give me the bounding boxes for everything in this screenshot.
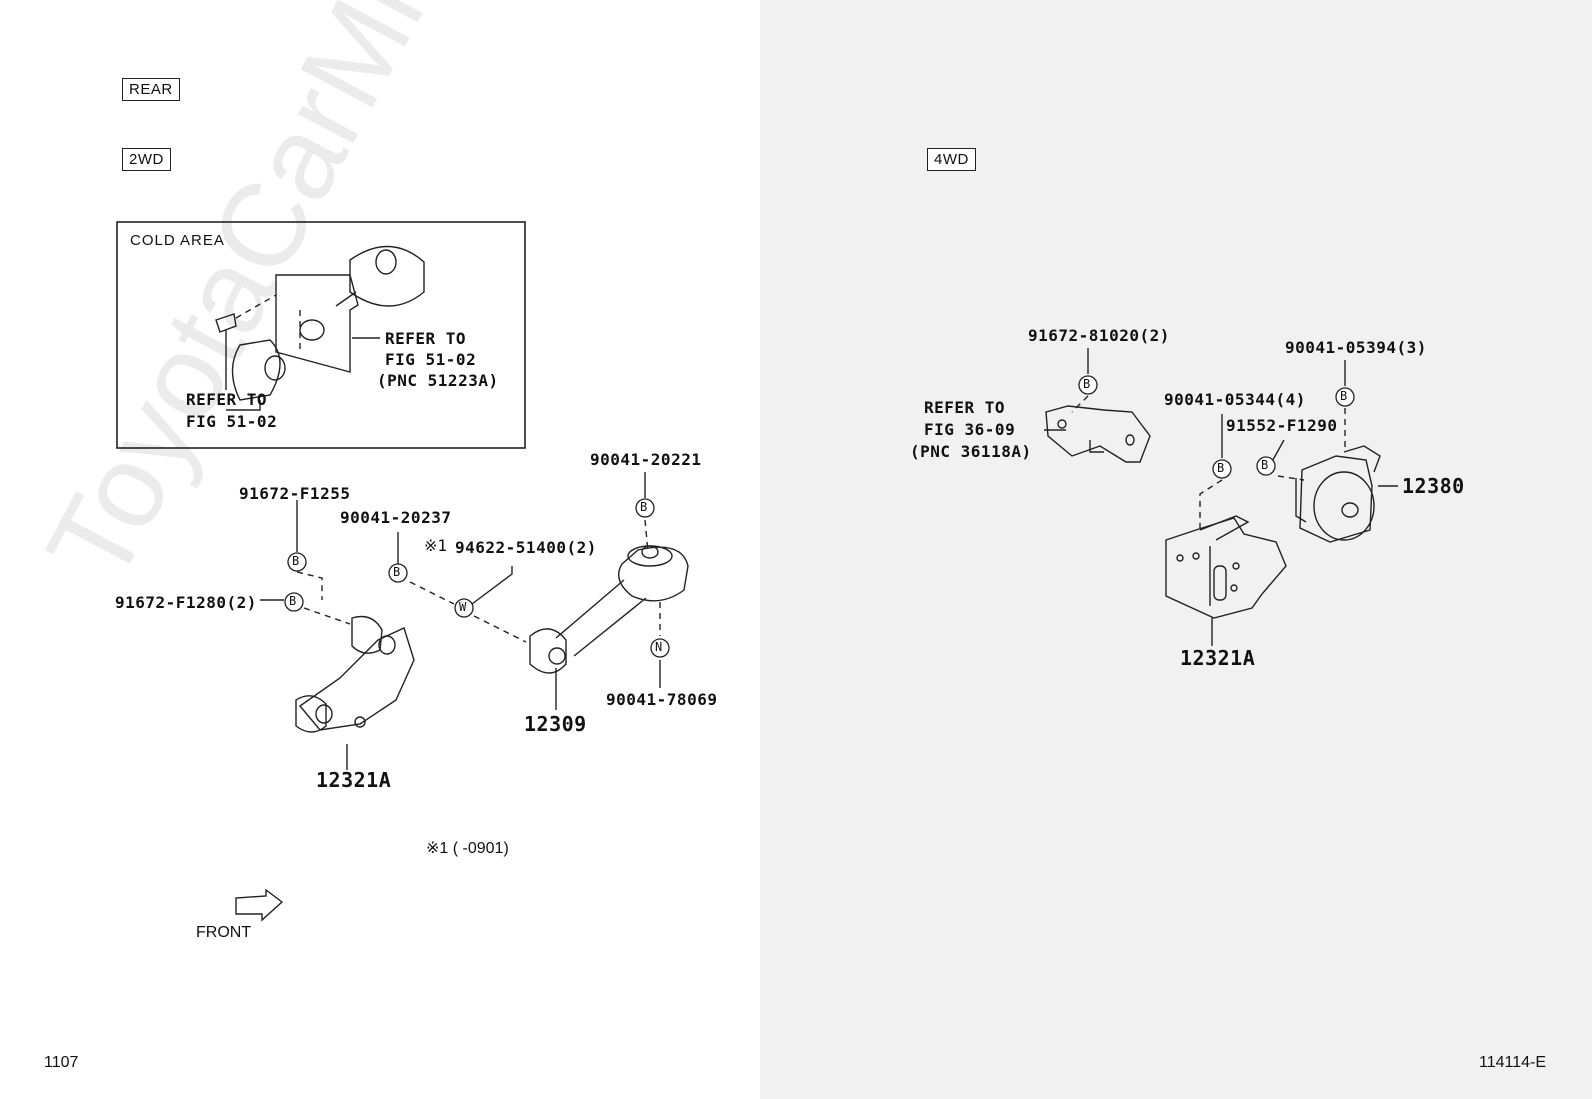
part-91552-f1290: 91552-F1290 bbox=[1226, 416, 1338, 435]
rear-tag: REAR bbox=[122, 78, 180, 101]
left-b-circles bbox=[284, 498, 655, 612]
part-91672-81020: 91672-81020(2) bbox=[1028, 326, 1170, 345]
n-symbol-90041-78069 bbox=[650, 638, 670, 658]
b-letter: B bbox=[640, 500, 648, 514]
b-letter: B bbox=[1217, 461, 1225, 475]
4wd-tag: 4WD bbox=[927, 148, 976, 171]
right-panel-background bbox=[760, 0, 1592, 1099]
cold-area-frame bbox=[116, 221, 526, 449]
b-symbol-91672-f1255 bbox=[287, 552, 307, 572]
part-12321a-4wd: 12321A bbox=[1180, 646, 1256, 670]
b-symbol-91672-f1280 bbox=[284, 592, 304, 612]
b-symbol-91672-81020 bbox=[1078, 375, 1098, 395]
cold-bolt bbox=[215, 313, 237, 333]
n-letter: N bbox=[655, 640, 663, 654]
figure-code: 114114-E bbox=[1479, 1054, 1547, 1071]
b-letter: B bbox=[292, 554, 300, 568]
rod-bushing bbox=[529, 628, 567, 674]
w-symbol-94622-51400 bbox=[454, 598, 474, 618]
part-12321a-2wd: 12321A bbox=[316, 768, 392, 792]
part-90041-05344: 90041-05344(4) bbox=[1164, 390, 1306, 409]
b-symbol-90041-05394 bbox=[1335, 387, 1355, 407]
cold-bracket-hole bbox=[299, 319, 325, 341]
cold-bushing bbox=[231, 339, 281, 401]
part-12380: 12380 bbox=[1402, 474, 1465, 498]
mount-12380-body bbox=[1299, 455, 1373, 543]
cold-refer-line3: (PNC 51223A) bbox=[377, 371, 499, 390]
b-letter: B bbox=[289, 594, 297, 608]
note-marker-1: ※1 bbox=[424, 536, 448, 555]
b-letter: B bbox=[1083, 377, 1091, 391]
right-b-circles bbox=[1078, 375, 1355, 479]
page-number: 1107 bbox=[44, 1054, 79, 1071]
w-letter: W bbox=[459, 600, 467, 614]
cold-refer2-line2: FIG 51-02 bbox=[186, 412, 278, 431]
footnote: ※1 ( -0901) bbox=[426, 840, 509, 857]
cold-area-title: COLD AREA bbox=[130, 232, 225, 249]
refer-36-09-line2: FIG 36-09 bbox=[924, 420, 1016, 439]
cold-mount-stud bbox=[375, 249, 397, 275]
part-91672-f1280: 91672-F1280(2) bbox=[115, 593, 257, 612]
b-symbol-90041-20237 bbox=[388, 563, 408, 583]
part-90041-05394: 90041-05394(3) bbox=[1285, 338, 1427, 357]
part-90041-78069: 90041-78069 bbox=[606, 690, 718, 709]
b-letter: B bbox=[1261, 458, 1269, 472]
refer-36-09-line3: (PNC 36118A) bbox=[910, 442, 1032, 461]
front-arrow-shape bbox=[235, 888, 284, 922]
refer-36-09-line1: REFER TO bbox=[924, 398, 1006, 417]
bracket-12321a-body bbox=[298, 627, 415, 731]
part-12309: 12309 bbox=[524, 712, 587, 736]
part-94622-51400: 94622-51400(2) bbox=[455, 538, 597, 557]
cold-refer2-line1: REFER TO bbox=[186, 390, 268, 409]
2wd-tag: 2WD bbox=[122, 148, 171, 171]
b-letter: B bbox=[393, 565, 401, 579]
b-symbol-90041-20221 bbox=[635, 498, 655, 518]
cold-refer-line1: REFER TO bbox=[385, 329, 467, 348]
cold-mount-body bbox=[349, 245, 425, 307]
b-symbol-91552-f1290 bbox=[1256, 456, 1276, 476]
rod-arm bbox=[555, 579, 647, 657]
part-90041-20237: 90041-20237 bbox=[340, 508, 452, 527]
bracket-36-09 bbox=[1045, 405, 1151, 463]
part-90041-20221: 90041-20221 bbox=[590, 450, 702, 469]
rod-upper-mount bbox=[618, 546, 689, 602]
b-symbol-90041-05344 bbox=[1212, 459, 1232, 479]
cold-refer-line2: FIG 51-02 bbox=[385, 350, 477, 369]
b-letter: B bbox=[1340, 389, 1348, 403]
part-91672-f1255: 91672-F1255 bbox=[239, 484, 351, 503]
front-label: FRONT bbox=[196, 924, 252, 941]
